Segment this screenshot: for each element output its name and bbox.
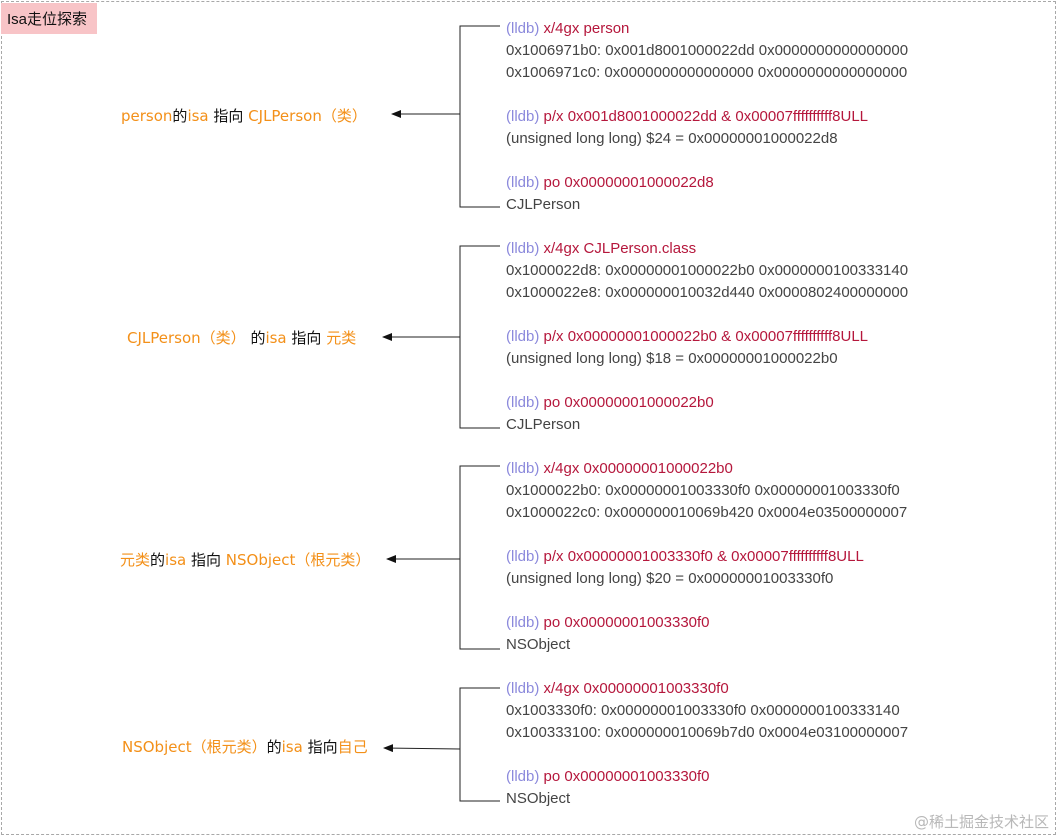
lldb-prompt: (lldb) xyxy=(506,108,544,125)
lldb-line: CJLPerson xyxy=(506,196,581,213)
lldb-prompt: (lldb) xyxy=(506,460,544,477)
bracket-3 xyxy=(386,465,500,650)
lldb-line: (lldb) x/4gx person xyxy=(506,18,629,40)
label-part: 元类 xyxy=(120,551,151,569)
label-part: isa xyxy=(281,738,303,756)
label-part: 元类 xyxy=(326,329,357,347)
lldb-line: (lldb) po 0x00000001003330f0 xyxy=(506,766,710,788)
label-part: 指向 xyxy=(186,551,226,569)
label-person-isa: person的isa 指向 CJLPerson（类） xyxy=(121,106,367,126)
lldb-line: (lldb) x/4gx 0x00000001003330f0 xyxy=(506,678,729,700)
lldb-prompt: (lldb) xyxy=(506,394,544,411)
lldb-line: NSObject xyxy=(506,636,571,653)
diagram-title: Isa走位探索 xyxy=(1,3,97,34)
label-part: isa xyxy=(187,107,209,125)
lldb-command: x/4gx CJLPerson.class xyxy=(543,240,697,257)
label-part: 指向 xyxy=(286,329,327,347)
lldb-line: (unsigned long long) $24 = 0x00000001000… xyxy=(506,130,838,147)
lldb-line: 0x1000022c0: 0x000000010069b420 0x0004e0… xyxy=(506,504,908,521)
lldb-command: p/x 0x00000001003330f0 & 0x00007ffffffff… xyxy=(543,548,864,565)
label-part: person xyxy=(121,107,173,125)
label-rootmeta-isa: NSObject（根元类）的isa 指向自己 xyxy=(122,737,368,757)
lldb-line: (lldb) po 0x00000001000022b0 xyxy=(506,392,714,414)
lldb-command: po 0x00000001003330f0 xyxy=(543,768,710,785)
label-part: 的 xyxy=(172,107,188,125)
lldb-line: (lldb) p/x 0x001d8001000022dd & 0x00007f… xyxy=(506,106,868,128)
label-part: NSObject（根元类） xyxy=(122,738,267,756)
lldb-command: po 0x00000001000022d8 xyxy=(543,174,714,191)
lldb-prompt: (lldb) xyxy=(506,174,544,191)
label-part: CJLPerson（类） xyxy=(248,107,367,125)
lldb-prompt: (lldb) xyxy=(506,768,544,785)
arrow-4 xyxy=(383,744,461,753)
lldb-line: (lldb) p/x 0x00000001003330f0 & 0x00007f… xyxy=(506,546,864,568)
lldb-prompt: (lldb) xyxy=(506,614,544,631)
label-class-isa: CJLPerson（类） 的isa 指向 元类 xyxy=(127,328,356,348)
lldb-line: 0x1003330f0: 0x00000001003330f0 0x000000… xyxy=(506,702,900,719)
watermark: @稀土掘金技术社区 xyxy=(913,813,1049,831)
lldb-command: x/4gx 0x00000001003330f0 xyxy=(543,680,729,697)
label-part: 指向 xyxy=(208,107,249,125)
bracket-4 xyxy=(383,687,500,802)
lldb-prompt: (lldb) xyxy=(506,240,544,257)
label-part: 自己 xyxy=(337,738,368,756)
lldb-prompt: (lldb) xyxy=(506,20,544,37)
label-part: 指向 xyxy=(302,738,338,756)
lldb-line: (unsigned long long) $18 = 0x00000001000… xyxy=(506,350,838,367)
lldb-line: 0x1000022e8: 0x000000010032d440 0x000080… xyxy=(506,284,909,301)
lldb-command: x/4gx 0x00000001000022b0 xyxy=(543,460,733,477)
lldb-line: 0x1006971c0: 0x0000000000000000 0x000000… xyxy=(506,64,908,81)
lldb-line: (unsigned long long) $20 = 0x00000001003… xyxy=(506,570,834,587)
lldb-line: (lldb) po 0x00000001003330f0 xyxy=(506,612,710,634)
lldb-prompt: (lldb) xyxy=(506,328,544,345)
lldb-prompt: (lldb) xyxy=(506,548,544,565)
lldb-line: 0x1006971b0: 0x001d8001000022dd 0x000000… xyxy=(506,42,909,59)
lldb-line: NSObject xyxy=(506,790,571,807)
label-part: NSObject（根元类） xyxy=(225,551,371,569)
lldb-line: (lldb) p/x 0x00000001000022b0 & 0x00007f… xyxy=(506,326,868,348)
bracket-1 xyxy=(391,25,500,208)
lldb-line: (lldb) x/4gx 0x00000001000022b0 xyxy=(506,458,733,480)
bracket-2 xyxy=(382,245,500,429)
label-part: CJLPerson（类） xyxy=(127,329,251,347)
lldb-line: (lldb) po 0x00000001000022d8 xyxy=(506,172,714,194)
lldb-command: p/x 0x00000001000022b0 & 0x00007ffffffff… xyxy=(543,328,869,345)
lldb-command: po 0x00000001003330f0 xyxy=(543,614,710,631)
label-part: 的 xyxy=(150,551,166,569)
label-part: 的 xyxy=(266,738,282,756)
lldb-command: po 0x00000001000022b0 xyxy=(543,394,714,411)
lldb-line: CJLPerson xyxy=(506,416,581,433)
lldb-line: 0x1000022b0: 0x00000001003330f0 0x000000… xyxy=(506,482,900,499)
label-part: 的 xyxy=(250,329,266,347)
lldb-command: x/4gx person xyxy=(543,20,630,37)
label-part: isa xyxy=(265,329,287,347)
lldb-line: 0x1000022d8: 0x00000001000022b0 0x000000… xyxy=(506,262,909,279)
lldb-line: (lldb) x/4gx CJLPerson.class xyxy=(506,238,696,260)
lldb-prompt: (lldb) xyxy=(506,680,544,697)
label-part: isa xyxy=(165,551,187,569)
lldb-command: p/x 0x001d8001000022dd & 0x00007ffffffff… xyxy=(543,108,869,125)
lldb-line: 0x100333100: 0x000000010069b7d0 0x0004e0… xyxy=(506,724,909,741)
label-metaclass-isa: 元类的isa 指向 NSObject（根元类） xyxy=(120,550,370,570)
